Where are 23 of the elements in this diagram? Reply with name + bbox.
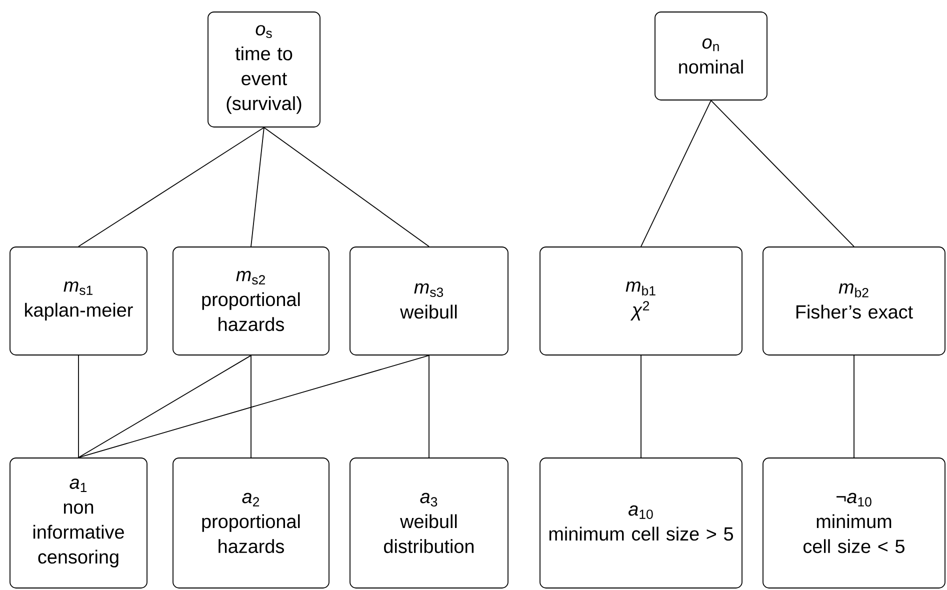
connector-line: [710, 100, 854, 247]
connector-line: [250, 127, 264, 247]
connector-line: [428, 355, 430, 458]
connector-line: [250, 355, 252, 458]
concept-box: m$_{b1}$ χ$^{2}$: [540, 246, 742, 356]
connector-line: [78, 355, 79, 458]
concept-box: m$_{s1}$ kaplan-meier: [10, 246, 148, 356]
concept-box: o$_{n}$ nominal: [654, 12, 768, 100]
concept-box: a$_{3}$ weibull distribution: [350, 458, 508, 588]
concept-box: ¬a$_{10}$ minimum cell size < 5: [762, 458, 946, 588]
connector-line: [78, 355, 430, 458]
connector-line: [78, 355, 252, 458]
concept-box: a$_{1}$ non informative censoring: [10, 458, 148, 588]
concept-box: a$_{10}$ minimum cell size > 5: [540, 458, 742, 588]
concept-box: m$_{s3}$ weibull: [350, 246, 508, 356]
connector-line: [264, 127, 430, 247]
connector-line: [640, 355, 642, 458]
connector-line: [640, 100, 712, 247]
concept-box: m$_{b2}$ Fisher’s exact: [762, 246, 946, 356]
concept-box: m$_{s2}$ proportional hazards: [172, 246, 330, 356]
concept-box: a$_{2}$ proportional hazards: [172, 458, 330, 588]
concept-box: o$_{s}$ time to event (survival): [208, 12, 320, 128]
connector-line: [78, 127, 264, 247]
